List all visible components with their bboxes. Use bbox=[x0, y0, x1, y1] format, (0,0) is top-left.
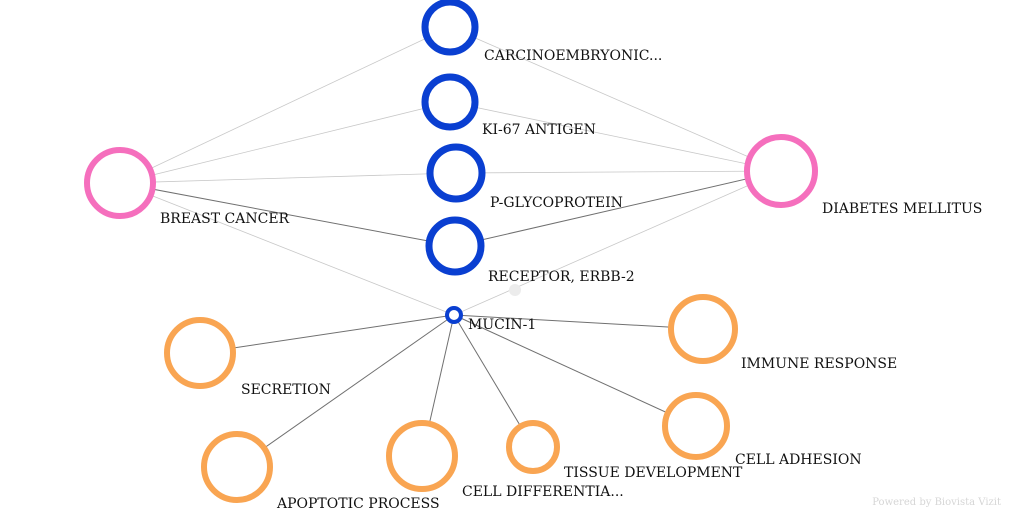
node-layer: CARCINOEMBRYONIC... KI-67 ANTIGEN P-GLYCOP… bbox=[84, 0, 982, 512]
node-label-secretion: SECRETION bbox=[241, 382, 331, 398]
node-label-diabetes: DIABETES MELLITUS bbox=[822, 201, 982, 217]
node-circle-breast_cancer[interactable] bbox=[84, 147, 156, 219]
edge-mucin1-immune_response bbox=[453, 314, 704, 330]
node-apoptotic[interactable]: APOPTOTIC PROCESS bbox=[201, 431, 440, 512]
node-ki67[interactable]: KI-67 ANTIGEN bbox=[421, 73, 596, 138]
node-circle-erbb2[interactable] bbox=[425, 216, 485, 276]
node-label-cell_adhesion: CELL ADHESION bbox=[735, 452, 862, 468]
edge-breast_cancer-pglycoprotein bbox=[119, 172, 457, 184]
node-mucin1[interactable]: MUCIN-1 bbox=[445, 306, 536, 333]
node-circle-diabetes[interactable] bbox=[744, 134, 818, 208]
watermark: Powered by Biovista Vizit bbox=[872, 497, 1001, 508]
node-circle-cell_diff[interactable] bbox=[386, 420, 458, 492]
node-carcinoembryonic[interactable]: CARCINOEMBRYONIC... bbox=[421, 0, 662, 64]
node-circle-immune_response[interactable] bbox=[668, 294, 738, 364]
node-label-carcinoembryonic: CARCINOEMBRYONIC... bbox=[484, 48, 662, 64]
node-cell_diff[interactable]: CELL DIFFERENTIA... bbox=[386, 420, 624, 500]
edge-diabetes-ki67 bbox=[449, 101, 782, 172]
node-circle-carcinoembryonic[interactable] bbox=[421, 0, 479, 56]
edge-breast_cancer-mucin1 bbox=[119, 182, 455, 316]
node-breast_cancer[interactable]: BREAST CANCER bbox=[84, 147, 290, 227]
node-label-mucin1: MUCIN-1 bbox=[468, 317, 536, 333]
node-label-immune_response: IMMUNE RESPONSE bbox=[741, 356, 897, 372]
node-tissue_dev[interactable]: TISSUE DEVELOPMENT bbox=[506, 420, 743, 481]
node-circle-pglycoprotein[interactable] bbox=[426, 143, 486, 203]
node-circle-tissue_dev[interactable] bbox=[506, 420, 560, 474]
node-label-breast_cancer: BREAST CANCER bbox=[160, 211, 290, 227]
node-erbb2[interactable]: RECEPTOR, ERBB-2 bbox=[425, 216, 635, 285]
node-cell_adhesion[interactable]: CELL ADHESION bbox=[662, 392, 862, 468]
edge-diabetes-pglycoprotein bbox=[455, 170, 782, 174]
node-label-pglycoprotein: P-GLYCOPROTEIN bbox=[490, 195, 623, 211]
node-secretion[interactable]: SECRETION bbox=[164, 317, 331, 398]
node-circle-secretion[interactable] bbox=[164, 317, 236, 389]
node-label-cell_diff: CELL DIFFERENTIA... bbox=[462, 484, 624, 500]
node-circle-cell_adhesion[interactable] bbox=[662, 392, 730, 460]
edge-diabetes-erbb2 bbox=[454, 170, 782, 247]
node-circle-apoptotic[interactable] bbox=[201, 431, 273, 503]
node-pglycoprotein[interactable]: P-GLYCOPROTEIN bbox=[426, 143, 623, 211]
edge-mucin1-cell_adhesion bbox=[453, 314, 697, 427]
node-label-ki67: KI-67 ANTIGEN bbox=[482, 122, 596, 138]
node-diabetes[interactable]: DIABETES MELLITUS bbox=[744, 134, 982, 217]
node-circle-mucin1[interactable] bbox=[445, 306, 463, 324]
edge-breast_cancer-erbb2 bbox=[119, 182, 456, 247]
edge-mucin1-secretion bbox=[199, 314, 455, 354]
edge-breast_cancer-carcinoembryonic bbox=[119, 26, 451, 184]
edge-mucin1-apoptotic bbox=[236, 314, 455, 468]
drag-handle-dot bbox=[509, 284, 521, 296]
edge-diabetes-carcinoembryonic bbox=[449, 26, 782, 172]
edge-diabetes-mucin1 bbox=[453, 170, 782, 316]
edge-breast_cancer-ki67 bbox=[119, 101, 451, 184]
node-label-erbb2: RECEPTOR, ERBB-2 bbox=[488, 269, 635, 285]
node-immune_response[interactable]: IMMUNE RESPONSE bbox=[668, 294, 897, 372]
node-circle-ki67[interactable] bbox=[421, 73, 479, 131]
node-label-tissue_dev: TISSUE DEVELOPMENT bbox=[564, 465, 743, 481]
node-label-apoptotic: APOPTOTIC PROCESS bbox=[276, 496, 440, 512]
